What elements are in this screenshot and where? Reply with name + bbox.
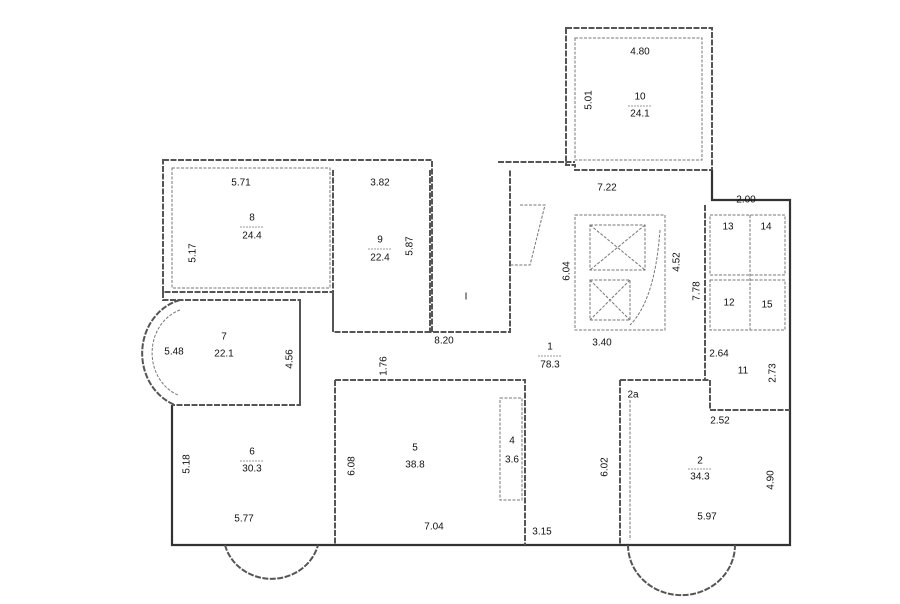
dim: 4.56	[285, 349, 296, 369]
dim: 5.18	[182, 454, 193, 474]
dim: 3.82	[370, 178, 390, 189]
room-5-number: 5	[412, 443, 418, 454]
room-4-number: 4	[509, 436, 515, 447]
dim: 6.04	[562, 261, 573, 281]
room-8-number: 8	[249, 213, 255, 224]
dim: 2.64	[709, 349, 729, 360]
dim: 5.48	[164, 347, 184, 358]
room-I-number: I	[465, 292, 468, 303]
room-14-number: 14	[760, 222, 772, 233]
dim: 2.52	[710, 416, 730, 427]
dim: 7.78	[692, 281, 703, 301]
dim: 6.02	[600, 457, 611, 477]
walls	[141, 27, 792, 597]
dim: 1.76	[379, 356, 390, 376]
dim: 3.15	[532, 527, 552, 538]
dim: 8.20	[434, 336, 454, 347]
room-9-area: 22.4	[370, 253, 390, 264]
room-12-number: 12	[723, 298, 735, 309]
room-10-number: 10	[634, 92, 646, 103]
room-10-area: 24.1	[630, 109, 650, 120]
dim: 2.00	[736, 195, 756, 206]
room-9-number: 9	[377, 235, 383, 246]
dim: 4.90	[766, 470, 777, 490]
room-6-number: 6	[249, 447, 255, 458]
dim: 7.04	[424, 522, 444, 533]
room-5-area: 38.8	[405, 460, 425, 471]
room-7-number: 7	[221, 332, 227, 343]
dim: 4.52	[672, 252, 683, 272]
room-1-area: 78.3	[540, 360, 560, 371]
dim: 5.97	[697, 512, 717, 523]
dim: 2.73	[768, 363, 779, 383]
room-1-number: 1	[547, 342, 553, 353]
room-6-area: 30.3	[242, 464, 262, 475]
room-2-area: 34.3	[690, 472, 710, 483]
dim: 5.01	[584, 90, 595, 110]
dim: 7.22	[597, 183, 617, 194]
room-8-area: 24.4	[242, 231, 262, 242]
dim: 6.08	[347, 456, 358, 476]
dim: 4.80	[630, 47, 650, 58]
room-7-area: 22.1	[214, 349, 234, 360]
dim: 3.40	[592, 338, 612, 349]
room-15-number: 15	[761, 300, 773, 311]
dim: 5.87	[405, 236, 416, 256]
dim: 5.71	[231, 178, 251, 189]
room-2-number: 2	[697, 456, 703, 467]
room-2a-number: 2a	[627, 390, 639, 401]
dim: 5.17	[188, 243, 199, 263]
room-labels: 10 24.1 8 24.4 9 22.4 I 1 78.3 7 22.1 6 …	[214, 92, 773, 483]
dimension-labels: 4.80 5.01 7.22 5.71 5.17 3.82 5.87 8.20 …	[164, 47, 778, 538]
room-11-number: 11	[738, 366, 749, 377]
dim: 5.77	[234, 514, 254, 525]
room-13-number: 13	[722, 222, 734, 233]
room-4-area: 3.6	[505, 455, 519, 466]
